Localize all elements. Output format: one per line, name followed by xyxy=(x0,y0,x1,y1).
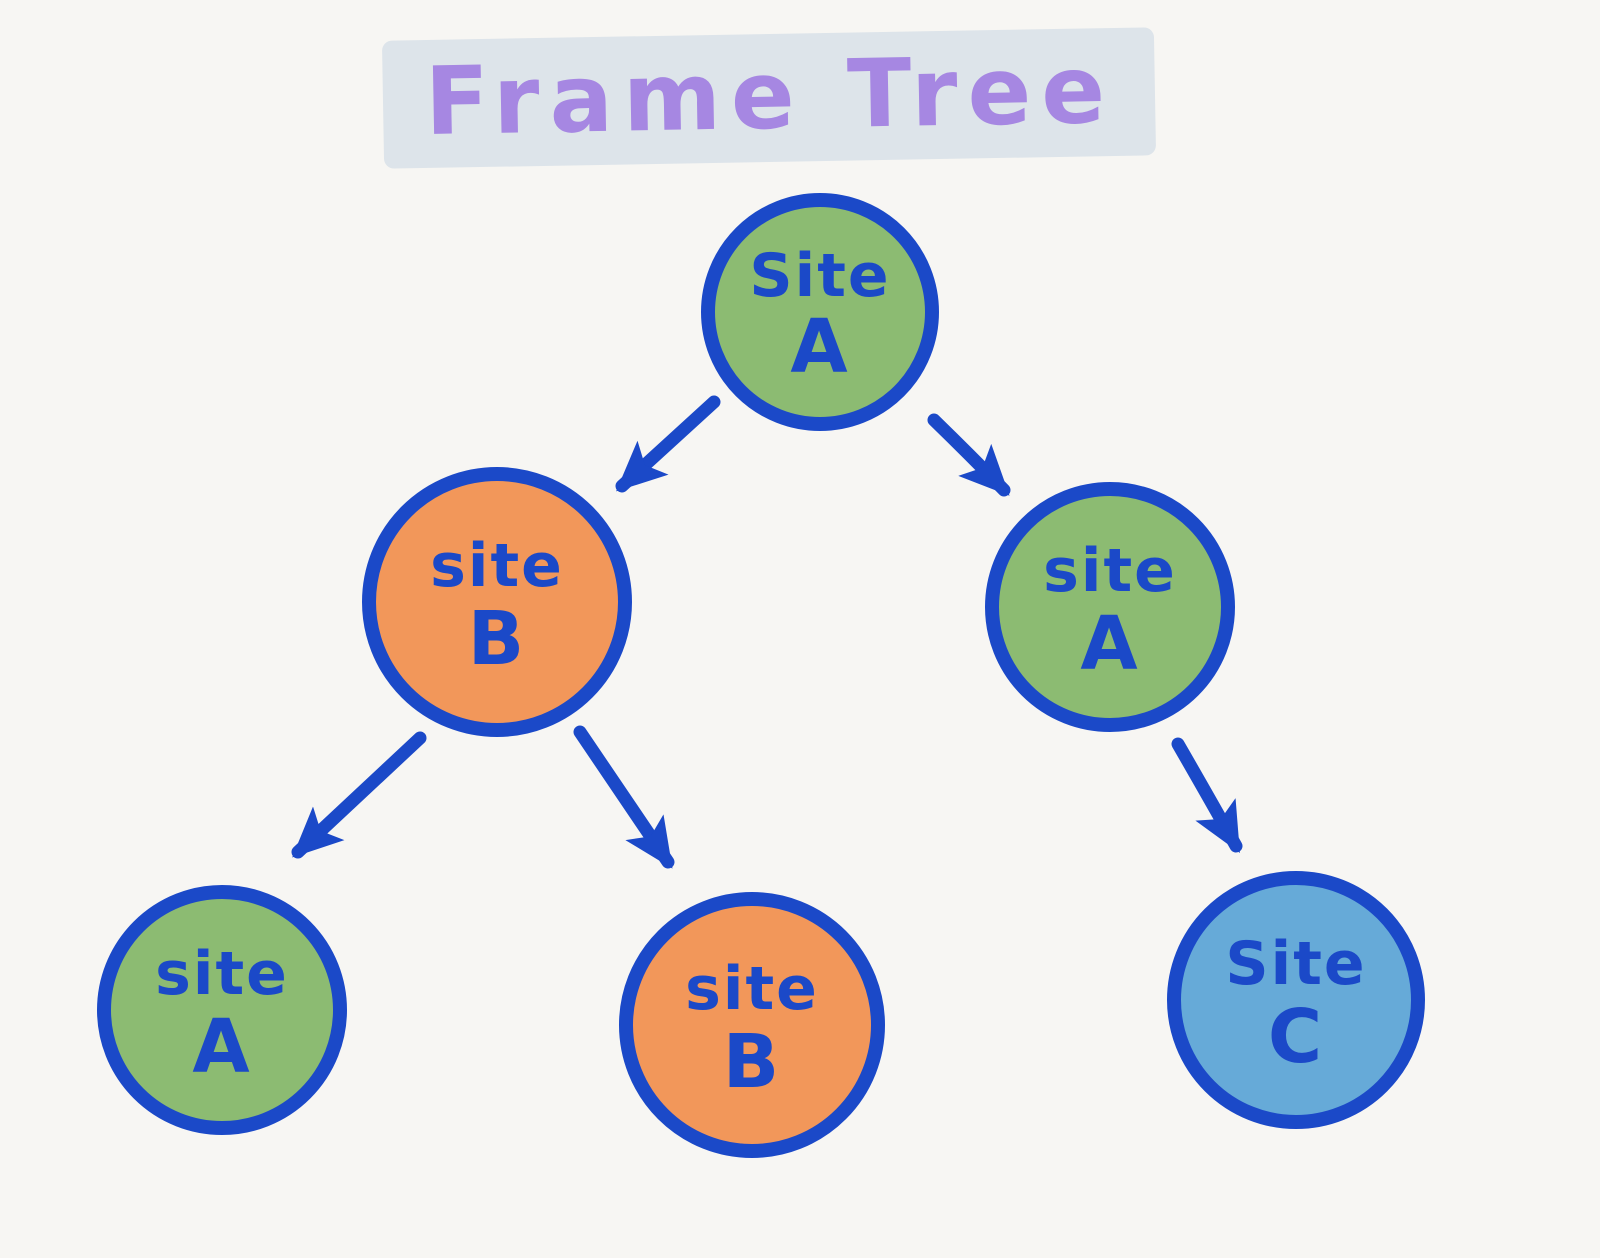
node-site-a-right-label-line2: A xyxy=(1080,601,1139,687)
node-site-a-right-circle xyxy=(985,482,1235,732)
node-site-c-leaf-label-line1: Site xyxy=(1225,929,1366,999)
node-site-b-leaf-circle xyxy=(619,892,885,1158)
node-site-b: site B xyxy=(362,467,632,737)
edge-site-a-right-to-site-c-leaf xyxy=(1171,737,1243,853)
node-site-b-leaf-label-line1: site xyxy=(685,954,819,1024)
edge-site-b-to-site-a-leaf xyxy=(291,731,427,859)
node-site-a-leaf-label-line1: site xyxy=(155,939,289,1009)
node-site-a-leaf: site A xyxy=(97,885,347,1135)
node-root-circle xyxy=(701,193,939,431)
node-site-a-leaf-circle xyxy=(97,885,347,1135)
edge-site-b-to-site-b-leaf xyxy=(573,725,675,869)
node-site-a-right-label-line1: site xyxy=(1043,536,1177,606)
node-site-a-leaf-label-line2: A xyxy=(192,1004,251,1090)
node-site-b-label-line1: site xyxy=(430,531,564,601)
node-site-c-leaf: Site C xyxy=(1167,871,1425,1129)
edges-group xyxy=(291,395,1243,869)
node-site-b-label-line2: B xyxy=(468,596,526,682)
node-site-a-right: site A xyxy=(985,482,1235,732)
edge-root-to-site-b xyxy=(615,395,721,493)
node-site-b-leaf-label-line2: B xyxy=(723,1019,781,1105)
node-root-label-line1: Site xyxy=(749,241,890,311)
node-site-b-circle xyxy=(362,467,632,737)
edge-root-to-site-a-right xyxy=(927,413,1011,497)
diagram-title: Frame Tree xyxy=(424,36,1116,157)
node-root-label-line2: A xyxy=(790,304,849,390)
node-site-b-leaf: site B xyxy=(619,892,885,1158)
node-site-c-leaf-circle xyxy=(1167,871,1425,1129)
title-highlight xyxy=(382,27,1156,169)
node-site-c-leaf-label-line2: C xyxy=(1268,994,1324,1080)
node-root: Site A xyxy=(701,193,939,431)
